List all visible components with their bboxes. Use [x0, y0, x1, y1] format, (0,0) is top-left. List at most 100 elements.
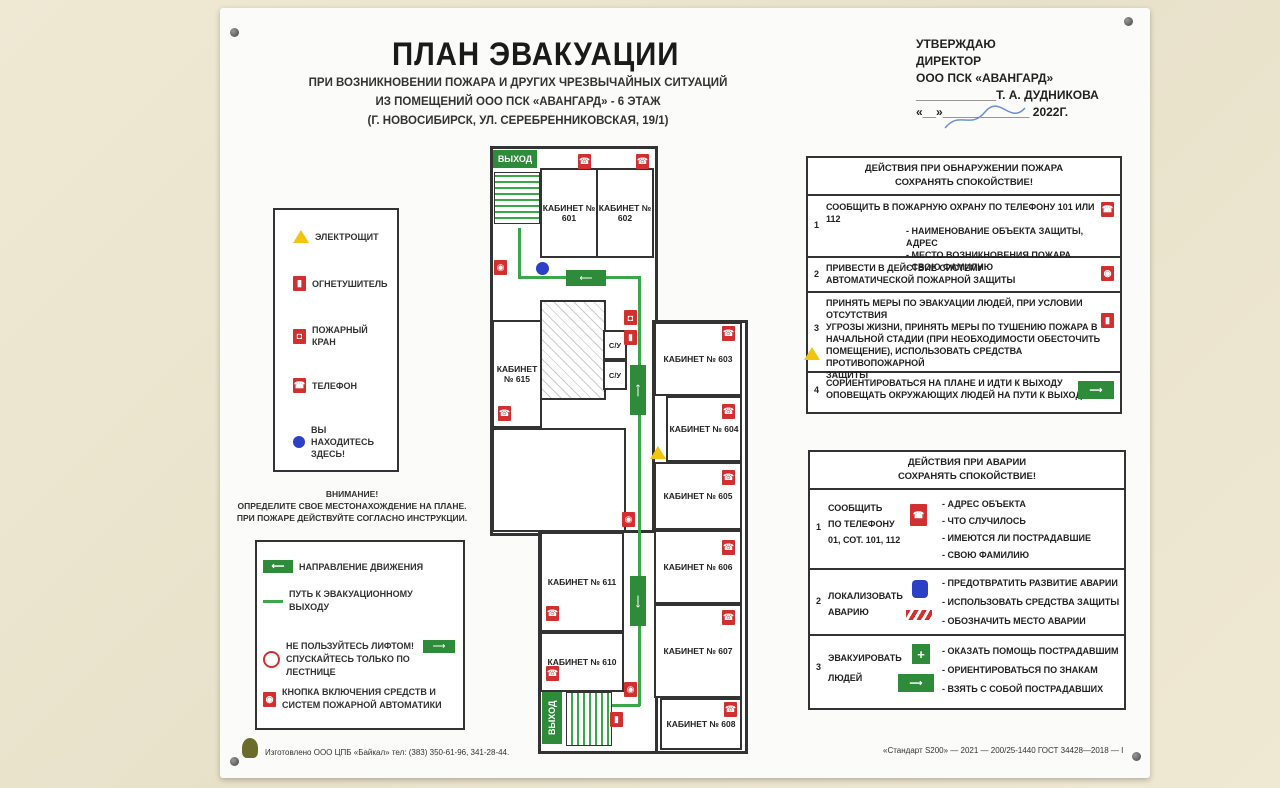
row-line: АВТОМАТИЧЕСКОЙ ПОЖАРНОЙ ЗАЩИТЫ [826, 275, 1016, 285]
row-line: СОРИЕНТИРОВАТЬСЯ НА ПЛАНЕ И ИДТИ К ВЫХОД… [826, 378, 1063, 388]
legend-label: КНОПКА ВКЛЮЧЕНИЯ СРЕДСТВ И СИСТЕМ ПОЖАРН… [282, 687, 442, 710]
fire-button-icon: ◉ [263, 691, 276, 707]
phone-icon: ☎ [722, 540, 735, 555]
table-header: ДЕЙСТВИЯ ПРИ АВАРИИ СОХРАНЯТЬ СПОКОЙСТВИ… [810, 452, 1124, 490]
extinguisher-icon: ▮ [610, 712, 623, 727]
legend-label: НЕ ПОЛЬЗУЙТЕСЬ ЛИФТОМ! СПУСКАЙТЕСЬ ТОЛЬК… [286, 641, 415, 677]
warning-icon [804, 337, 820, 360]
exit-arrow-icon: ⟵ [263, 560, 293, 573]
attention-line: ОПРЕДЕЛИТЕ СВОЕ МЕСТОНАХОЖДЕНИЕ НА ПЛАНЕ… [237, 501, 467, 511]
legend-item: ЭЛЕКТРОЩИТ [293, 230, 379, 243]
restroom-1: С/У [603, 330, 627, 360]
row-text: ПРИНЯТЬ МЕРЫ ПО ЭВАКУАЦИИ ЛЮДЕЙ, ПРИ УСЛ… [826, 297, 1106, 381]
table-row: 2 ЛОКАЛИЗОВАТЬ АВАРИЮ - ПРЕДОТВРАТИТЬ РА… [810, 570, 1124, 636]
path-line-icon [263, 599, 283, 603]
row-line: ЛОКАЛИЗОВАТЬ [828, 591, 903, 601]
row-left: ЭВАКУИРОВАТЬ ЛЮДЕЙ [828, 648, 902, 688]
room-610: КАБИНЕТ № 610 [540, 632, 624, 692]
legend-label: ПОЖАРНЫЙ КРАН [312, 325, 368, 347]
stairs-top [494, 172, 540, 224]
evac-path [612, 704, 640, 707]
row-left: СООБЩИТЬ ПО ТЕЛЕФОНУ 01, СОТ. 101, 112 [828, 500, 900, 548]
phone-icon: ☎ [498, 406, 511, 421]
approval-line: ООО ПСК «АВАНГАРД» [916, 71, 1054, 85]
legend-label: ТЕЛЕФОН [312, 380, 357, 391]
table-header: ДЕЙСТВИЯ ПРИ ОБНАРУЖЕНИИ ПОЖАРА СОХРАНЯТ… [808, 158, 1120, 196]
phone-icon: ☎ [546, 666, 559, 681]
row-text: СООБЩИТЬ В ПОЖАРНУЮ ОХРАНУ ПО ТЕЛЕФОНУ 1… [826, 201, 1096, 273]
row-right: - ПРЕДОТВРАТИТЬ РАЗВИТИЕ АВАРИИ - ИСПОЛЬ… [942, 574, 1119, 631]
hazard-stripes-icon [906, 610, 932, 620]
row-right: - ОКАЗАТЬ ПОМОЩЬ ПОСТРАДАВШИМ - ОРИЕНТИР… [942, 642, 1118, 699]
row-line: - ОРИЕНТИРОВАТЬСЯ ПО ЗНАКАМ [942, 665, 1098, 675]
gas-mask-icon [912, 580, 928, 598]
legend-item: ◉ КНОПКА ВКЛЮЧЕНИЯ СРЕДСТВ И СИСТЕМ ПОЖА… [263, 686, 453, 712]
phone-icon: ☎ [546, 606, 559, 621]
subtitle-line-1: ПРИ ВОЗНИКНОВЕНИИ ПОЖАРА И ДРУГИХ ЧРЕЗВЫ… [308, 77, 728, 89]
extinguisher-icon: ▮ [1101, 313, 1114, 328]
footer-manufacturer: Изготовлено ООО ЦПБ «Байкал» тел: (383) … [265, 748, 510, 757]
phone-icon: ☎ [1101, 202, 1114, 217]
screw-icon [230, 28, 239, 37]
table-title: ДЕЙСТВИЯ ПРИ ОБНАРУЖЕНИИ ПОЖАРА [864, 163, 1064, 174]
subtitle-line-2: ИЗ ПОМЕЩЕНИЙ ООО ПСК «АВАНГАРД» - 6 ЭТАЖ [375, 96, 661, 108]
phone-icon: ☎ [722, 404, 735, 419]
legend-label: ОГНЕТУШИТЕЛЬ [312, 278, 388, 289]
row-line: - АДРЕС ОБЪЕКТА [942, 499, 1026, 509]
table-row: 3 ПРИНЯТЬ МЕРЫ ПО ЭВАКУАЦИИ ЛЮДЕЙ, ПРИ У… [804, 293, 1120, 380]
row-right: - АДРЕС ОБЪЕКТА - ЧТО СЛУЧИЛОСЬ - ИМЕЮТС… [942, 496, 1091, 564]
evac-path [638, 276, 641, 706]
exit-arrow-icon: ⟵ [630, 365, 646, 415]
row-number: 1 [816, 522, 822, 532]
approval-block: УТВЕРЖДАЮ ДИРЕКТОР ООО ПСК «АВАНГАРД» __… [916, 36, 1099, 121]
row-line: ПРИНЯТЬ МЕРЫ ПО ЭВАКУАЦИИ ЛЮДЕЙ, ПРИ УСЛ… [826, 298, 1083, 320]
exit-arrow-icon: ⟶ [630, 576, 646, 626]
fire-button-icon: ◉ [622, 512, 635, 527]
table-row: 2 ПРИВЕСТИ В ДЕЙСТВИЕ СИСТЕМУ АВТОМАТИЧЕ… [808, 258, 1120, 293]
row-number: 2 [816, 596, 822, 606]
exit-sign-top: ВЫХОД [493, 150, 537, 168]
screw-icon [230, 757, 239, 766]
approval-line: ____________Т. А. ДУДНИКОВА [916, 88, 1099, 102]
row-line: АВАРИЮ [828, 607, 869, 617]
table-row: 1 СООБЩИТЬ В ПОЖАРНУЮ ОХРАНУ ПО ТЕЛЕФОНУ… [808, 196, 1120, 272]
evac-path [518, 228, 521, 278]
first-aid-icon: + [912, 644, 930, 664]
approval-line: ДИРЕКТОР [916, 54, 982, 68]
room-601: КАБИНЕТ № 601 [540, 168, 598, 258]
phone-icon: ☎ [722, 610, 735, 625]
room-602: КАБИНЕТ № 602 [596, 168, 654, 258]
warning-icon [293, 230, 309, 243]
legend-item: ⟵ НАПРАВЛЕНИЕ ДВИЖЕНИЯ [263, 560, 423, 573]
approval-line: УТВЕРЖДАЮ [916, 37, 996, 51]
manufacturer-logo-icon [242, 738, 258, 758]
row-number: 2 [814, 269, 820, 279]
attention-note: ВНИМАНИЕ! ОПРЕДЕЛИТЕ СВОЕ МЕСТОНАХОЖДЕНИ… [232, 488, 472, 524]
extinguisher-icon: ▮ [624, 330, 637, 345]
exit-arrow-icon: ⟶ [1078, 381, 1114, 399]
you-are-here-icon [293, 436, 305, 448]
stairs-bottom [566, 692, 612, 746]
row-number: 3 [814, 323, 820, 333]
legend-item: ◘ ПОЖАРНЫЙ КРАН [293, 324, 383, 348]
room-603: КАБИНЕТ № 603 [654, 322, 742, 396]
no-lift-icon [263, 651, 280, 668]
row-line: СООБЩИТЬ В ПОЖАРНУЮ ОХРАНУ ПО ТЕЛЕФОНУ 1… [826, 202, 1095, 224]
fire-button-icon: ◉ [624, 682, 637, 697]
table-row: 4 СОРИЕНТИРОВАТЬСЯ НА ПЛАНЕ И ИДТИ К ВЫХ… [808, 373, 1120, 407]
phone-icon: ☎ [910, 504, 927, 526]
page-title: ПЛАН ЭВАКУАЦИИ [392, 36, 680, 72]
table-title: ДЕЙСТВИЯ ПРИ АВАРИИ [907, 457, 1027, 468]
row-line: НАЧАЛЬНОЙ СТАДИИ (ПРИ НЕОБХОДИМОСТИ ОБЕС… [826, 334, 1101, 344]
fire-button-icon: ◉ [494, 260, 507, 275]
screw-icon [1124, 17, 1133, 26]
room-608: КАБИНЕТ № 608 [660, 698, 742, 750]
phone-icon: ☎ [722, 470, 735, 485]
screw-icon [1132, 752, 1141, 761]
row-line: - ПРЕДОТВРАТИТЬ РАЗВИТИЕ АВАРИИ [942, 578, 1118, 588]
row-line: - СВОЮ ФАМИЛИЮ [942, 550, 1030, 560]
row-number: 4 [814, 385, 820, 395]
legend-item: ☎ ТЕЛЕФОН [293, 378, 357, 393]
exit-arrow-icon: ⟵ [566, 270, 606, 286]
row-line: - ОБОЗНАЧИТЬ МЕСТО АВАРИИ [942, 616, 1086, 626]
